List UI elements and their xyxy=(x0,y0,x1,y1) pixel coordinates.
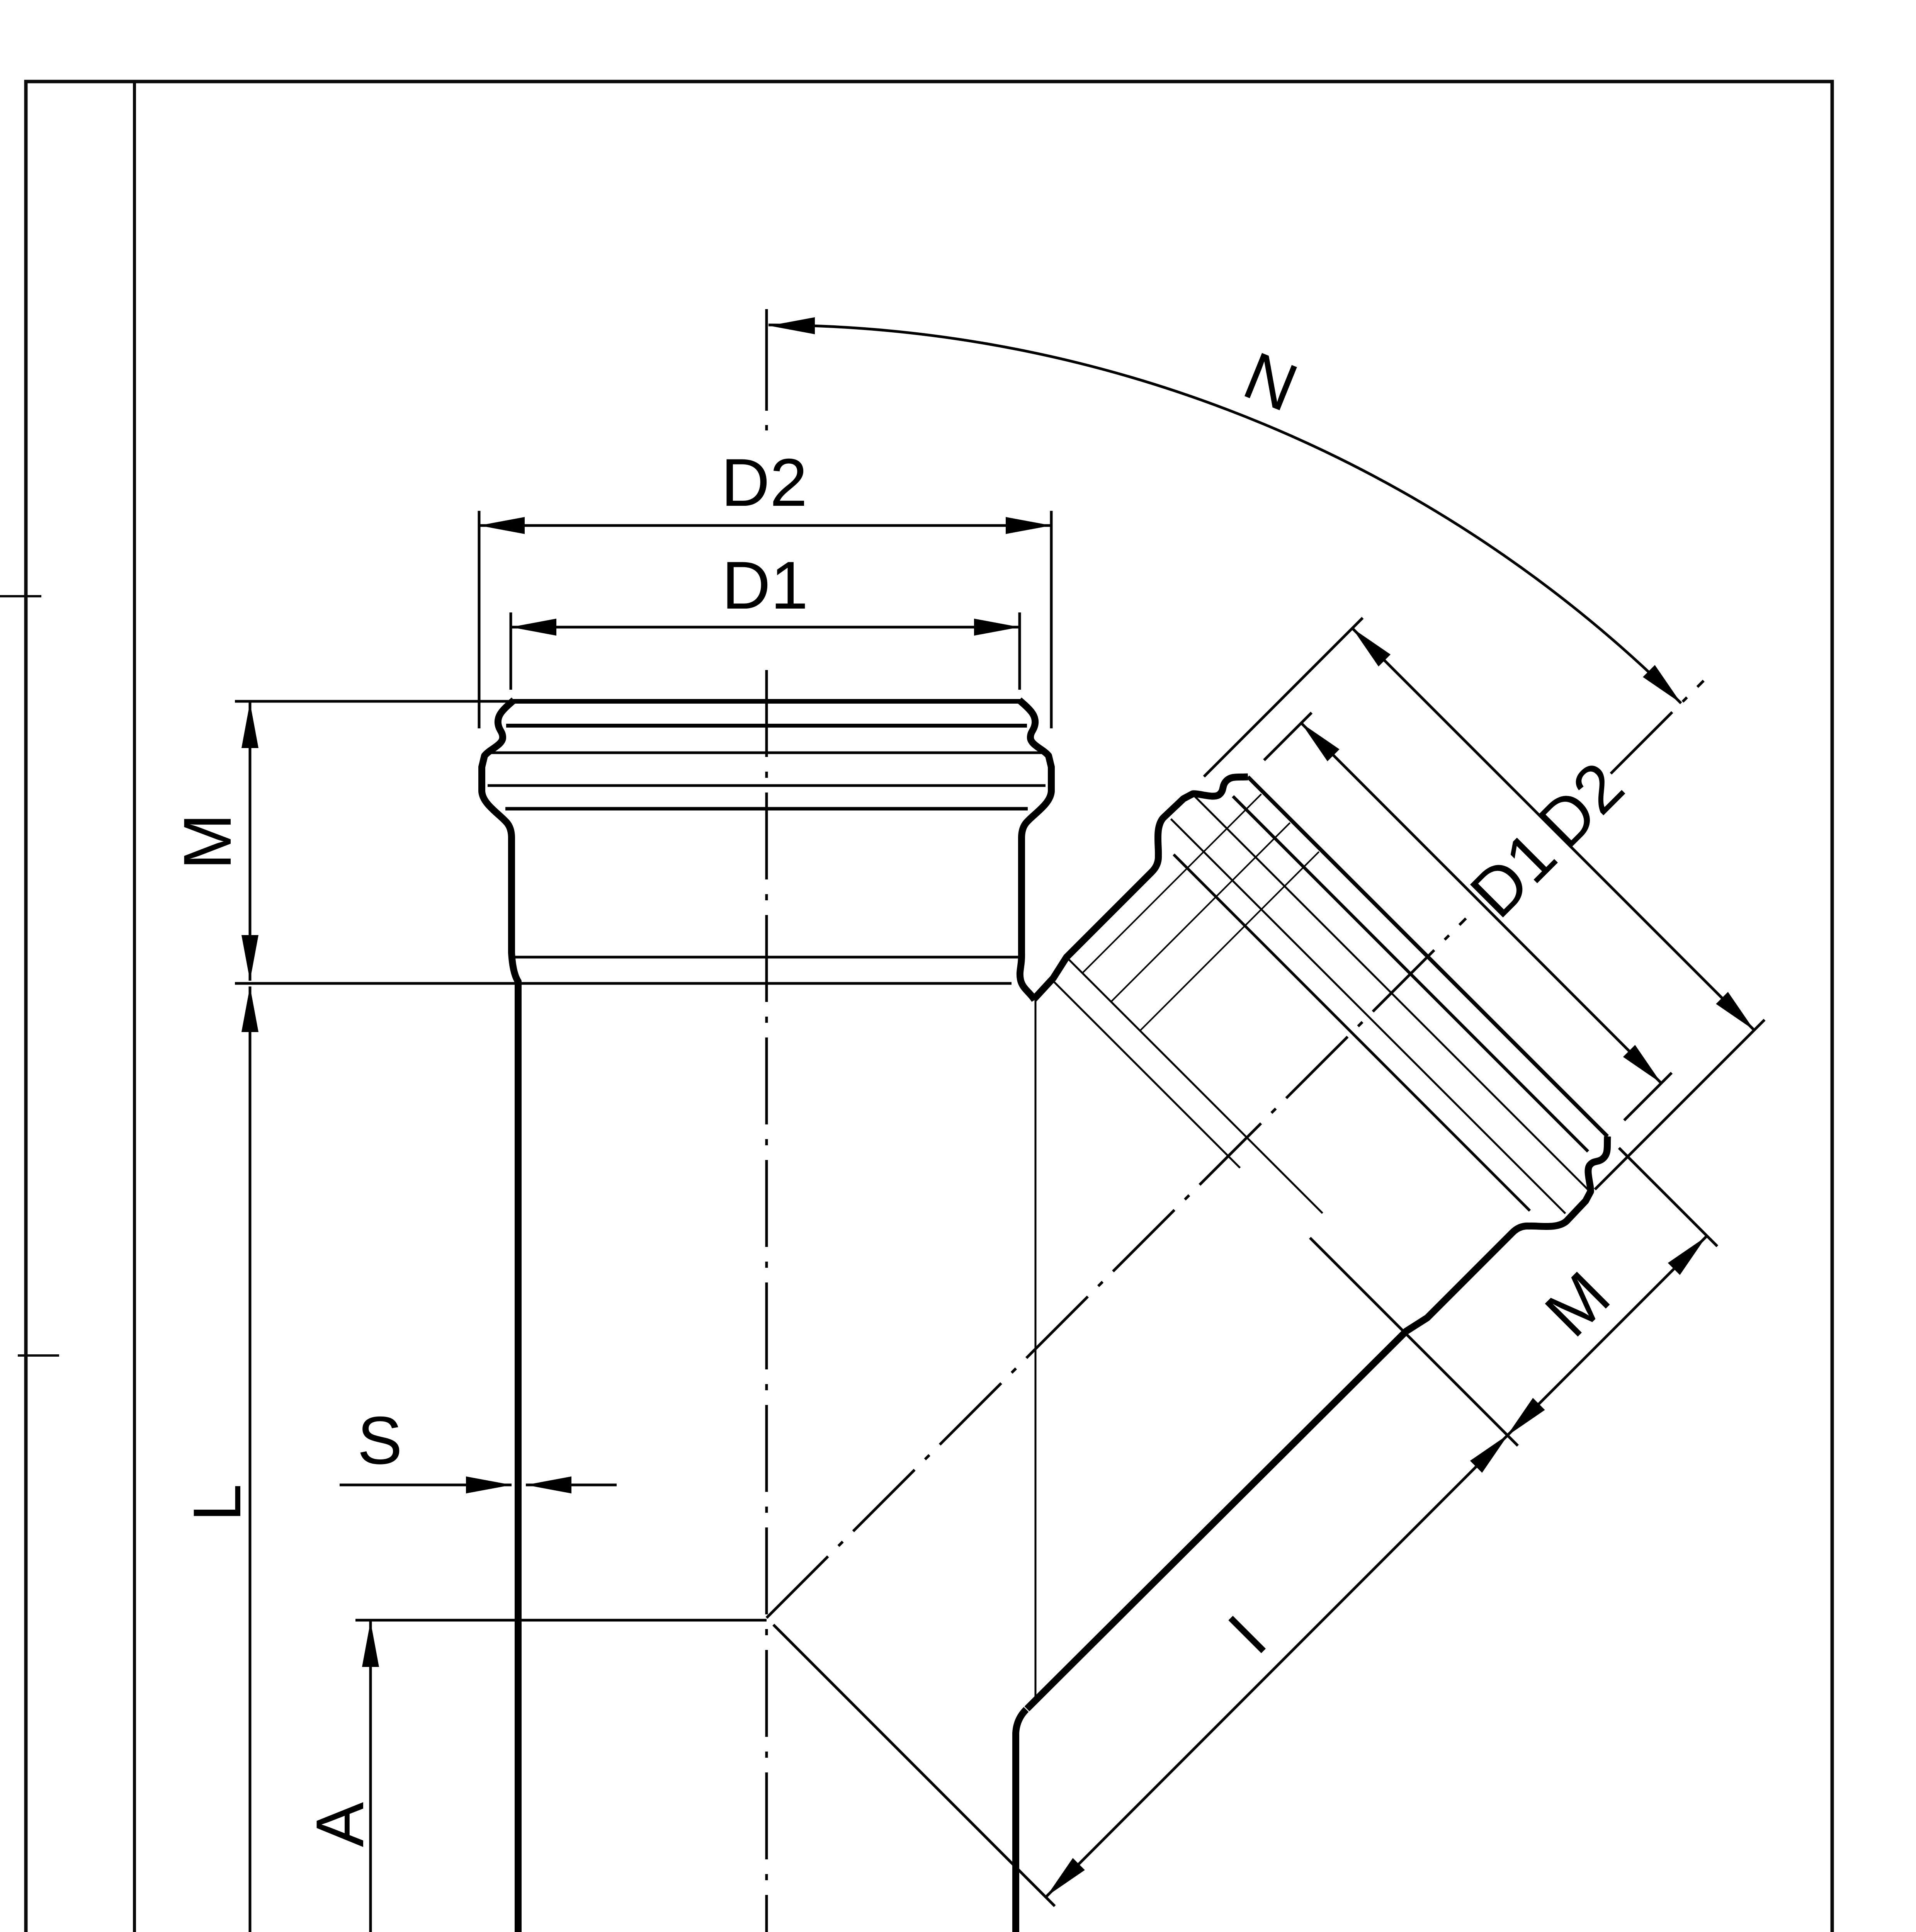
svg-text:L: L xyxy=(180,1484,255,1521)
svg-text:D2: D2 xyxy=(721,445,808,520)
svg-text:A: A xyxy=(303,1802,378,1847)
svg-text:D1: D1 xyxy=(722,548,808,623)
svg-text:M: M xyxy=(170,813,245,870)
svg-text:S: S xyxy=(357,1403,403,1478)
